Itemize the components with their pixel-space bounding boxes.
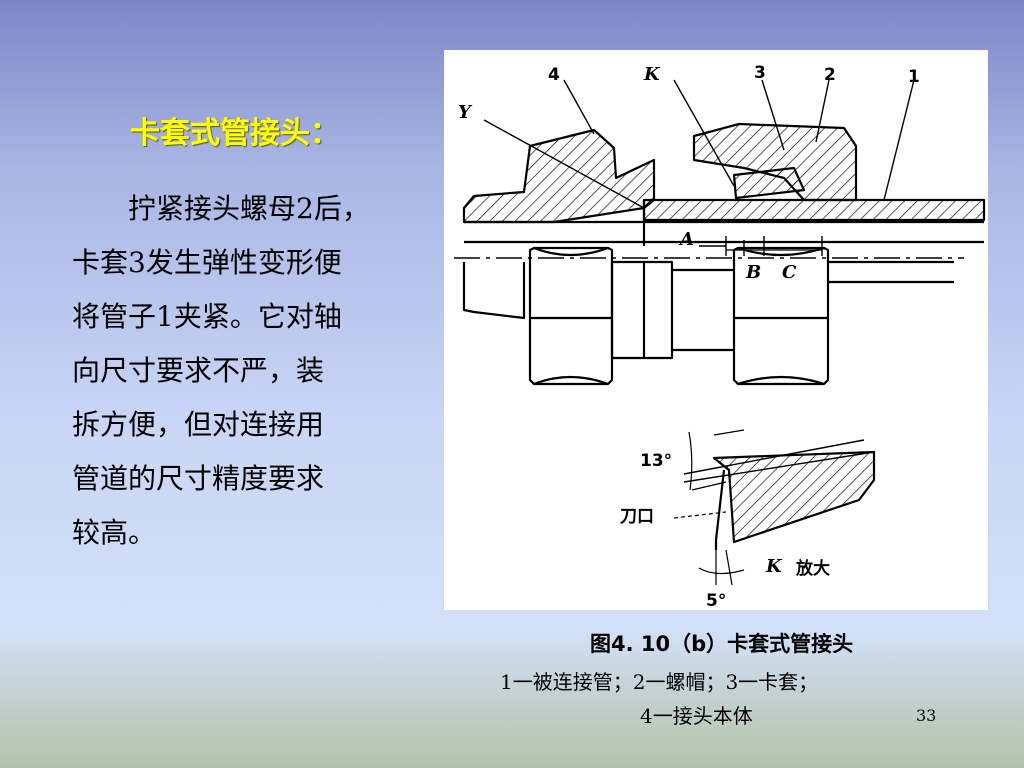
label-C: C <box>782 262 797 283</box>
body-line: 将管子1夹紧。它对轴 <box>72 300 342 333</box>
ferrule <box>732 166 806 200</box>
slide-title: 卡套式管接头： <box>130 116 340 151</box>
body-line: 向尺寸要求不严，装 <box>72 354 325 387</box>
label-part2: 2 <box>824 65 836 85</box>
label-A: A <box>678 229 694 250</box>
angle-13-label: 13° <box>640 451 672 471</box>
zoom-text-label: 放大 <box>795 558 830 579</box>
label-Y: Y <box>458 102 473 123</box>
label-part3: 3 <box>754 63 766 83</box>
zoom-K-label: K <box>765 556 783 577</box>
body-text: 拧紧接头螺母2后， 卡套3发生弹性变形便 将管子1夹紧。它对轴 向尺寸要求不严，… <box>72 182 420 560</box>
body-line: 卡套3发生弹性变形便 <box>72 246 342 279</box>
k-detail-section <box>712 450 876 544</box>
label-part4: 4 <box>548 65 560 85</box>
body-line: 拆方便，但对连接用 <box>72 408 325 441</box>
fitting-drawing: 4 K 3 2 1 Y A B C 13° 刀口 K 放大 5° <box>454 63 986 610</box>
label-part1: 1 <box>908 67 920 87</box>
fitting-diagram: 4 K 3 2 1 Y A B C 13° 刀口 K 放大 5° <box>444 50 988 610</box>
body-line: 管道的尺寸精度要求 <box>72 462 325 495</box>
page-number: 33 <box>916 706 937 725</box>
body-section <box>462 128 656 224</box>
label-B: B <box>745 262 761 283</box>
figure-legend-line1: 1一被连接管；2一螺帽；3一卡套； <box>500 670 819 694</box>
figure-caption: 图4. 10（b）卡套式管接头 <box>590 632 854 656</box>
body-line: 较高。 <box>72 516 157 549</box>
label-K: K <box>643 64 661 85</box>
nut-hex <box>732 246 830 386</box>
tube-wall <box>642 198 986 222</box>
body-line: 拧紧接头螺母2后， <box>72 192 370 225</box>
body-hex <box>528 246 614 386</box>
figure-legend-line2: 4一接头本体 <box>640 704 753 728</box>
angle-5-label: 5° <box>706 591 726 610</box>
edge-label: 刀口 <box>620 507 654 527</box>
